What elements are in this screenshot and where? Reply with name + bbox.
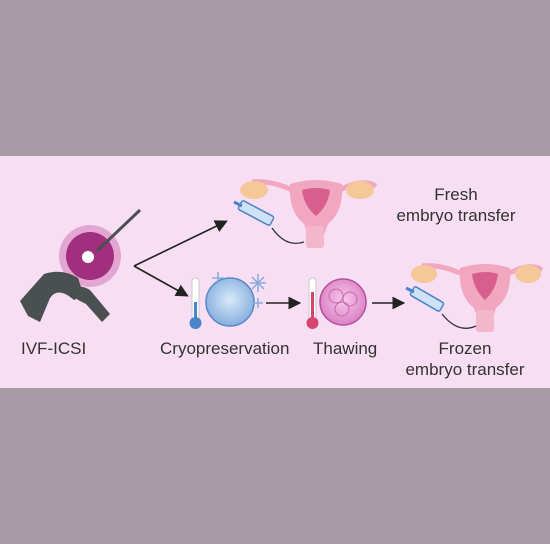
thaw-thermometer-icon	[306, 277, 319, 329]
cryo-thermometer-icon	[189, 277, 202, 329]
ivf-egg-icon	[59, 225, 121, 287]
step-label-thaw: Thawing	[313, 339, 378, 358]
injection-needle-icon	[95, 208, 142, 253]
step-label-ivf: IVF-ICSI	[21, 339, 87, 358]
fresh-syringe-icon	[233, 200, 305, 245]
holding-pipette-right-icon	[70, 286, 110, 322]
frozen-uterus-icon	[411, 263, 544, 332]
frozen-syringe-icon	[405, 286, 477, 329]
diagram-panel: IVF-ICSI Cryopreservation Thawing Fresh …	[0, 156, 550, 388]
fresh-uterus-icon	[240, 179, 378, 248]
snowflake-icon	[212, 272, 266, 308]
fresh-line1: Fresh	[434, 185, 478, 204]
holding-pipette-left-icon	[20, 271, 84, 322]
step-label-frozen: Frozen embryo transfer	[400, 338, 530, 380]
cryo-embryo-icon	[205, 277, 255, 327]
frozen-line1: Frozen	[438, 339, 492, 358]
diagram-canvas	[20, 179, 544, 332]
frozen-line2: embryo transfer	[405, 360, 525, 379]
step-label-fresh: Fresh embryo transfer	[396, 184, 516, 226]
arrow-to-cryo	[133, 265, 189, 297]
step-label-cryo: Cryopreservation	[160, 339, 290, 358]
fresh-line2: embryo transfer	[396, 206, 516, 225]
arrow-to-fresh	[133, 220, 228, 267]
thaw-embryo-icon	[319, 278, 367, 326]
